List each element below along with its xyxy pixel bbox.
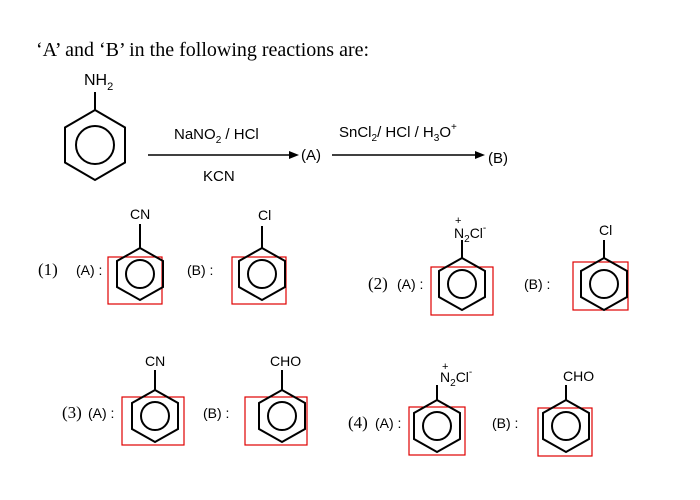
benzenediazonium-chloride-structure: + N2Cl- — [413, 361, 472, 454]
chlorobenzene-structure: Cl — [238, 207, 286, 302]
option-b-label: (B) : — [187, 262, 213, 278]
aniline-structure: NH2 — [64, 72, 126, 182]
step1-reagent-below: KCN — [203, 168, 235, 185]
option-number: (2) — [368, 274, 388, 293]
answer-box-a — [430, 266, 494, 316]
option-a-label: (A) : — [88, 405, 114, 421]
option-number: (1) — [38, 260, 58, 279]
step2-reagent-label: SnCl2/ HCl / H3O+ — [339, 122, 457, 144]
answer-box-b — [231, 256, 287, 305]
benzonitrile-structure: CN — [116, 206, 164, 302]
option-3[interactable]: (3) (A) : CN (B) : CHO — [62, 353, 308, 446]
option-a-label: (A) : — [76, 262, 102, 278]
benzaldehyde-structure: CHO — [258, 353, 306, 444]
option-4[interactable]: (4) (A) : + N2Cl- (B) : CHO — [348, 361, 594, 457]
answer-box-b — [244, 396, 308, 446]
formyl-group-label: CHO — [270, 353, 301, 369]
answer-box-b — [537, 407, 593, 457]
diazonium-charge: + — [455, 215, 461, 227]
diazonium-group-label: N2Cl- — [440, 367, 472, 389]
diazonium-charge: + — [442, 361, 448, 373]
reaction-arrow-2 — [332, 151, 485, 159]
option-a-label: (A) : — [397, 276, 423, 292]
chloro-group-label: Cl — [258, 207, 271, 223]
benzene-ring — [64, 108, 126, 182]
benzaldehyde-structure: CHO — [542, 368, 594, 454]
option-number: (4) — [348, 413, 368, 432]
cyano-group-label: CN — [130, 206, 150, 222]
product-b-label: (B) — [488, 150, 508, 167]
chloro-group-label: Cl — [599, 222, 612, 238]
option-b-label: (B) : — [492, 415, 518, 431]
option-number: (3) — [62, 403, 82, 422]
benzonitrile-structure: CN — [131, 353, 179, 444]
option-2[interactable]: (2) (A) : + N2Cl- (B) : Cl — [368, 215, 629, 316]
option-1[interactable]: (1) (A) : CN (B) : Cl — [38, 206, 287, 305]
question-text: ‘A’ and ‘B’ in the following reactions a… — [36, 39, 369, 61]
answer-box-a — [121, 396, 185, 446]
intermediate-a-label: (A) — [301, 147, 321, 164]
option-b-label: (B) : — [203, 405, 229, 421]
chlorobenzene-structure: Cl — [580, 222, 628, 312]
step1-reagent-label: NaNO2 / HCl — [174, 126, 259, 146]
option-b-label: (B) : — [524, 276, 550, 292]
cyano-group-label: CN — [145, 353, 165, 369]
answer-box-a — [408, 406, 466, 456]
diazonium-group-label: N2Cl- — [454, 223, 486, 245]
option-a-label: (A) : — [375, 415, 401, 431]
benzenediazonium-chloride-structure: + N2Cl- — [438, 215, 486, 312]
reaction-arrow-1 — [148, 151, 299, 159]
aromatic-circle — [75, 125, 115, 165]
amino-group-label: NH2 — [84, 72, 113, 93]
formyl-group-label: CHO — [563, 368, 594, 384]
